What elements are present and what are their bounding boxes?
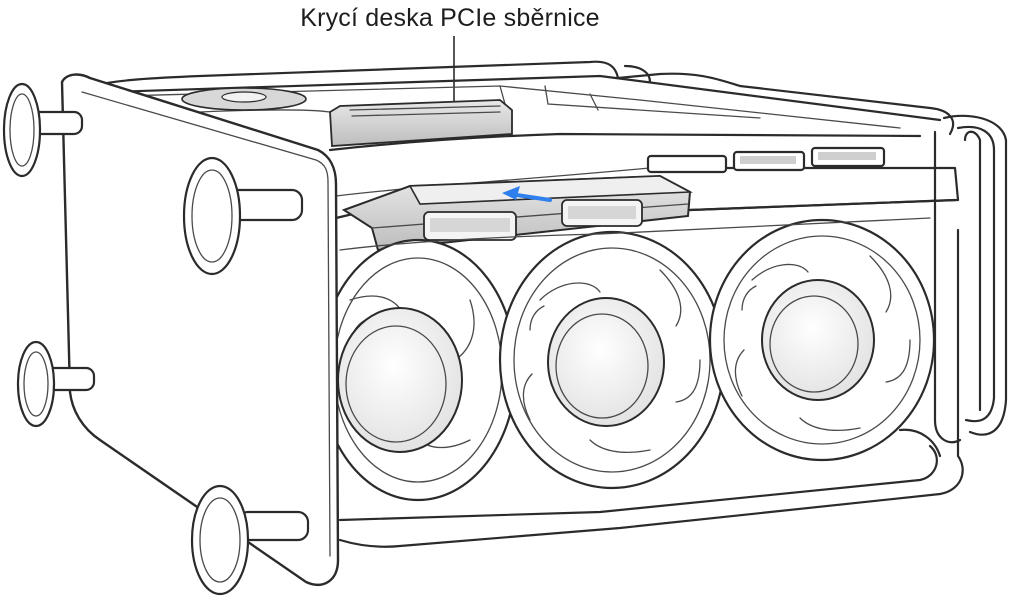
fan-middle — [498, 230, 726, 490]
fan-left — [318, 238, 518, 502]
callout-label: Krycí deska PCIe sběrnice — [300, 4, 600, 32]
arrow-left-icon — [502, 186, 552, 202]
top-wheel — [181, 87, 307, 111]
bottom-frame — [338, 217, 964, 548]
fan-right — [708, 218, 936, 462]
rear-handle — [933, 114, 1008, 444]
pcie-slot-openings — [646, 146, 886, 174]
top-bracket — [329, 99, 513, 147]
top-frame — [94, 60, 955, 136]
foot-top-left — [2, 82, 84, 178]
foot-bottom-left — [190, 484, 310, 596]
foot-lower-left — [16, 340, 96, 428]
pcie-cover-plate — [341, 174, 693, 252]
foot-mid-left — [182, 156, 304, 276]
